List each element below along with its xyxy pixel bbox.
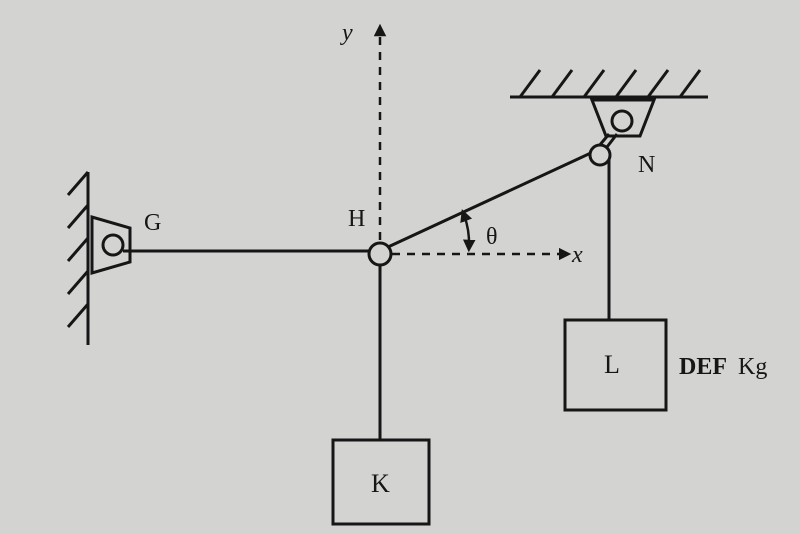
label-mass-l-value: DEF Kg	[679, 354, 767, 380]
mass-box-l	[563, 318, 668, 412]
pulley-n	[588, 143, 612, 167]
mass-box-k	[331, 438, 431, 526]
label-angle: θ	[486, 224, 498, 250]
cable-h-n	[387, 150, 594, 249]
label-axis-x: x	[571, 242, 583, 268]
left-wall	[66, 171, 90, 345]
label-axis-y: y	[340, 20, 353, 46]
angle-arc	[460, 209, 476, 253]
label-g: G	[144, 210, 161, 236]
label-n: N	[638, 152, 655, 178]
mass-l-unit: Kg	[738, 354, 767, 380]
label-mass-l: L	[604, 350, 620, 379]
label-mass-k: K	[371, 469, 390, 498]
mass-l-value: DEF	[679, 354, 727, 380]
ceiling	[510, 69, 708, 99]
label-h: H	[348, 206, 365, 232]
joint-h	[367, 241, 393, 267]
pulley-mount	[589, 98, 657, 148]
pin-support-g	[90, 215, 132, 275]
